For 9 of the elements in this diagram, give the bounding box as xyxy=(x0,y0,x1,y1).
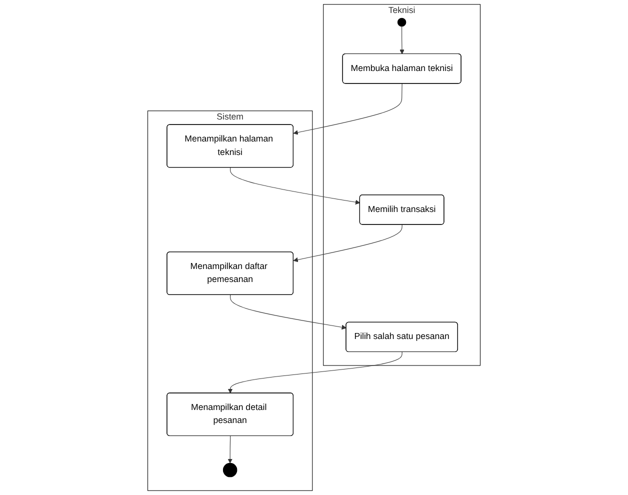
arrow xyxy=(228,436,232,464)
node-circle xyxy=(397,18,406,27)
node-bullseye xyxy=(222,462,238,478)
arrow xyxy=(230,294,346,330)
arrow xyxy=(400,26,404,54)
arrow xyxy=(293,83,402,135)
arrow xyxy=(228,352,402,394)
arrow xyxy=(293,224,402,262)
arrow xyxy=(230,167,360,205)
